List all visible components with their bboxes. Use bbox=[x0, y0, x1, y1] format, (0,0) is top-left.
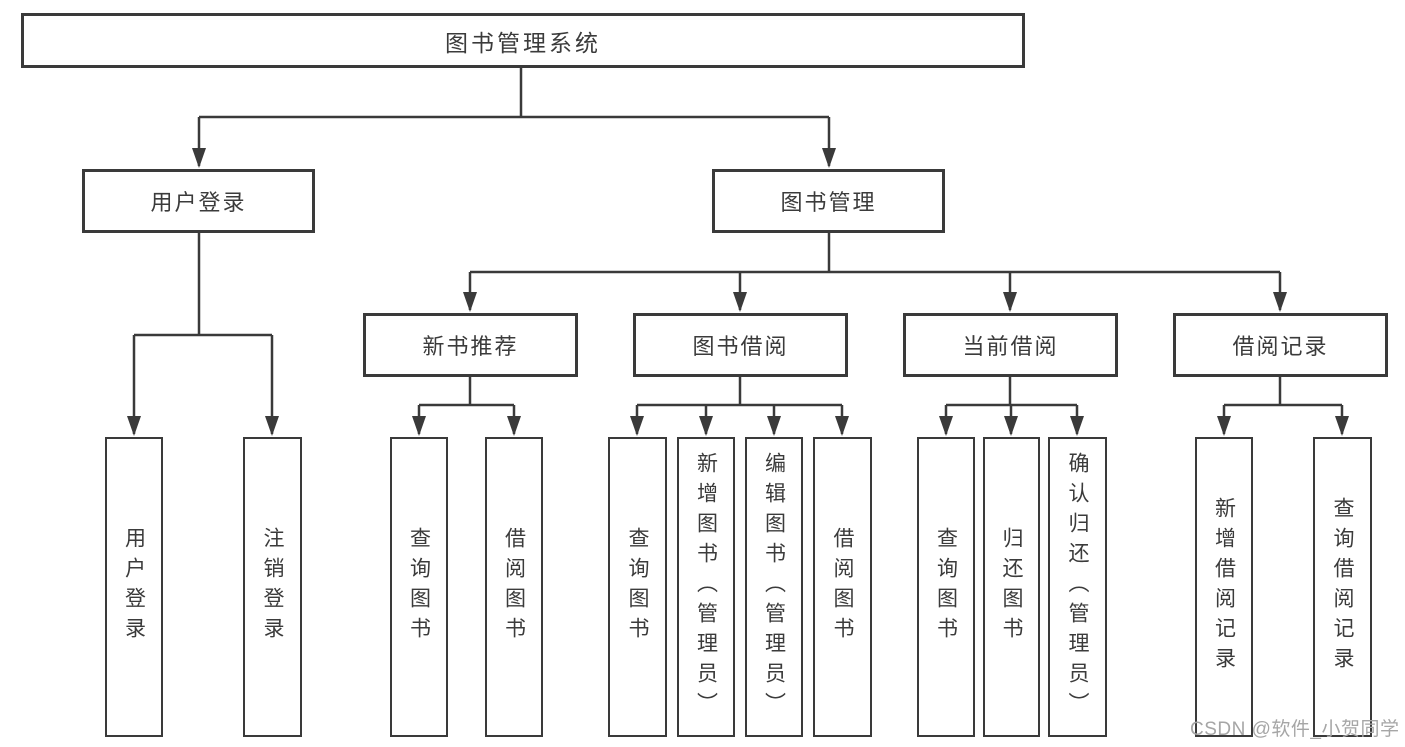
node-user-login: 用户登录 bbox=[105, 437, 163, 737]
node-user-login-group: 用户登录 bbox=[82, 169, 315, 233]
node-new-book-recommendation-label: 新书推荐 bbox=[422, 334, 519, 359]
node-records-query-borrow-record: 查询借阅记录 bbox=[1313, 437, 1372, 737]
node-user-login-label: 用户登录 bbox=[122, 527, 146, 647]
node-newrec-borrow-books: 借阅图书 bbox=[485, 437, 543, 737]
node-borrowing-borrow-books: 借阅图书 bbox=[813, 437, 872, 737]
node-borrowing-borrow-books-label: 借阅图书 bbox=[831, 527, 854, 647]
node-current-confirm-return-admin: 确认归还（管理员） bbox=[1048, 437, 1107, 737]
node-current-borrowing-label: 当前借阅 bbox=[962, 334, 1059, 359]
node-current-return-books-label: 归还图书 bbox=[1000, 527, 1023, 647]
node-borrowing-add-book-admin: 新增图书（管理员） bbox=[677, 437, 735, 737]
node-book-borrowing-label: 图书借阅 bbox=[692, 334, 789, 359]
node-newrec-borrow-books-label: 借阅图书 bbox=[502, 527, 526, 647]
node-current-query-books: 查询图书 bbox=[917, 437, 975, 737]
node-current-return-books: 归还图书 bbox=[983, 437, 1040, 737]
node-current-confirm-return-admin-label: 确认归还（管理员） bbox=[1066, 452, 1089, 722]
node-records-add-borrow-record-label: 新增借阅记录 bbox=[1212, 497, 1236, 677]
csdn-watermark: CSDN @软件_小贺同学 bbox=[1190, 719, 1400, 740]
node-book-management: 图书管理 bbox=[712, 169, 945, 233]
node-newrec-query-books-label: 查询图书 bbox=[407, 527, 431, 647]
node-book-management-label: 图书管理 bbox=[780, 190, 877, 215]
node-current-query-books-label: 查询图书 bbox=[934, 527, 958, 647]
node-borrowing-query-books-label: 查询图书 bbox=[626, 527, 649, 647]
node-borrowing-records: 借阅记录 bbox=[1173, 313, 1388, 377]
node-library-system-label: 图书管理系统 bbox=[445, 29, 601, 56]
node-logout: 注销登录 bbox=[243, 437, 302, 737]
node-records-query-borrow-record-label: 查询借阅记录 bbox=[1331, 497, 1354, 677]
node-borrowing-edit-book-admin-label: 编辑图书（管理员） bbox=[762, 452, 786, 722]
node-borrowing-query-books: 查询图书 bbox=[608, 437, 667, 737]
node-records-add-borrow-record: 新增借阅记录 bbox=[1195, 437, 1253, 737]
node-newrec-query-books: 查询图书 bbox=[390, 437, 448, 737]
node-borrowing-records-label: 借阅记录 bbox=[1232, 334, 1329, 359]
node-new-book-recommendation: 新书推荐 bbox=[363, 313, 578, 377]
node-library-system: 图书管理系统 bbox=[21, 13, 1025, 68]
node-borrowing-edit-book-admin: 编辑图书（管理员） bbox=[745, 437, 803, 737]
node-user-login-group-label: 用户登录 bbox=[150, 190, 247, 215]
node-logout-label: 注销登录 bbox=[261, 527, 284, 647]
node-book-borrowing: 图书借阅 bbox=[633, 313, 848, 377]
node-borrowing-add-book-admin-label: 新增图书（管理员） bbox=[694, 452, 718, 722]
node-current-borrowing: 当前借阅 bbox=[903, 313, 1118, 377]
